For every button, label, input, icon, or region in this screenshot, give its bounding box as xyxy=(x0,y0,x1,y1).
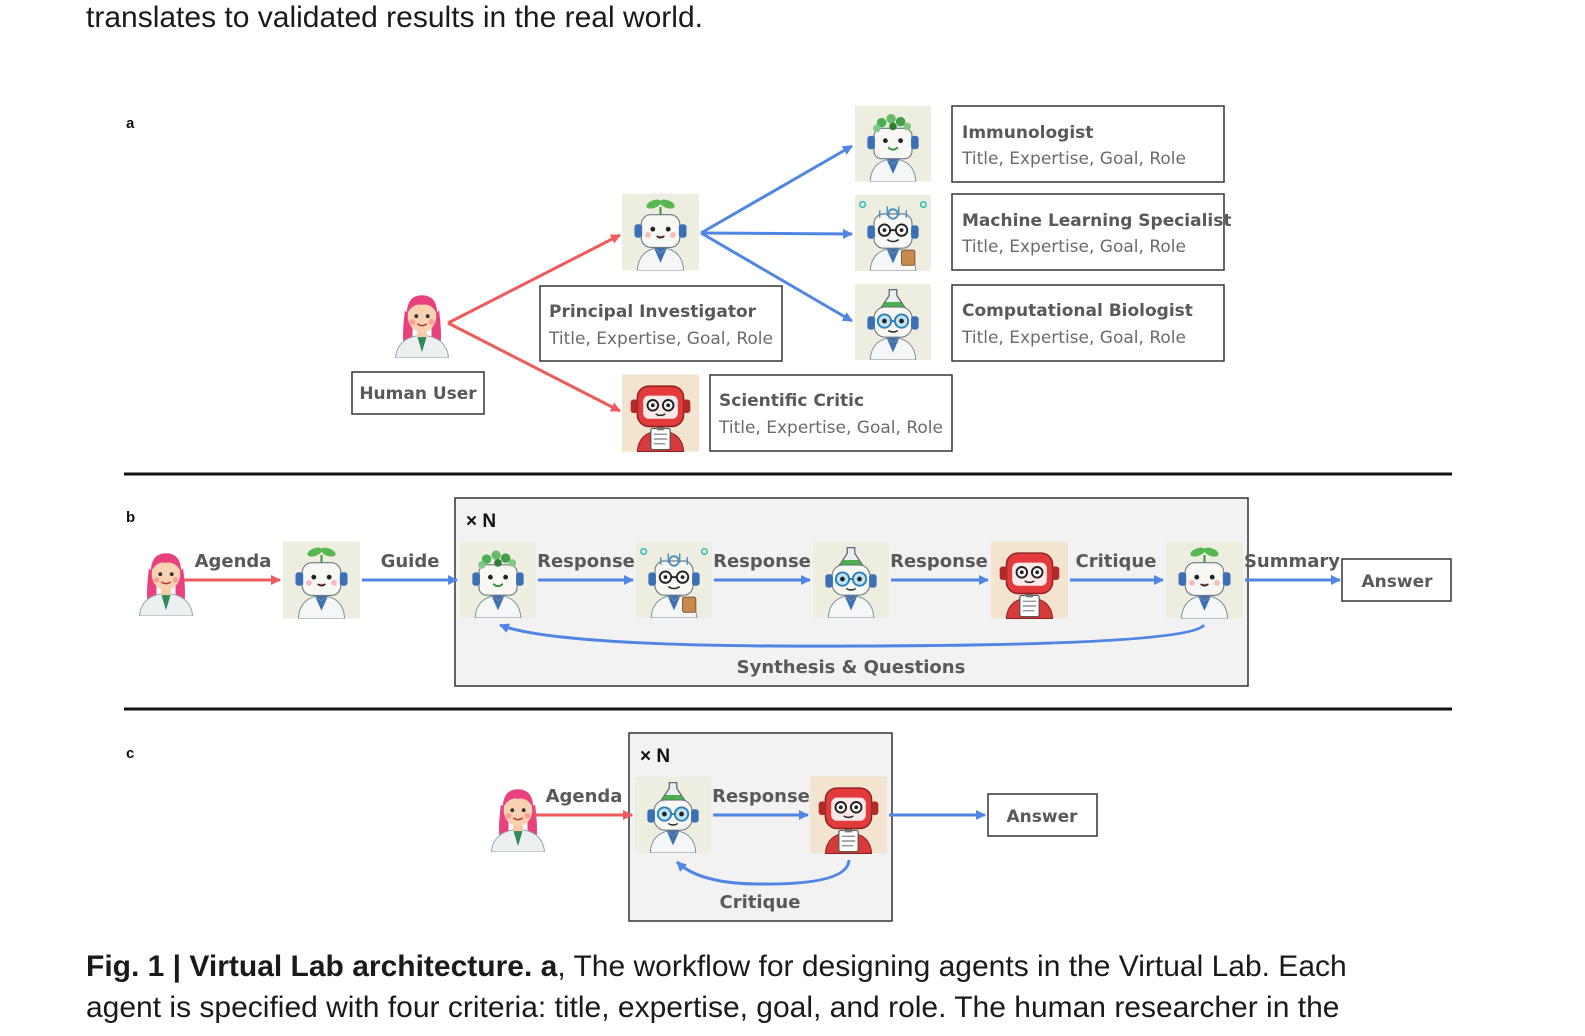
arrow-pi-to-immunologist xyxy=(700,144,853,235)
human-user-icon xyxy=(394,294,450,358)
repeat-label-b: × N xyxy=(466,511,496,532)
caption-rest: , The workflow for designing agents in t… xyxy=(557,950,1347,983)
pi-title: Principal Investigator xyxy=(549,302,757,322)
figure-caption-line-1: Fig. 1 | Virtual Lab architecture. a, Th… xyxy=(86,947,1347,987)
pi-spec: Title, Expertise, Goal, Role xyxy=(548,329,773,349)
answer-box-c xyxy=(987,793,1098,837)
compbio-robot-icon-c xyxy=(635,777,711,853)
panel-c: c × N Agenda Response Critique Answer xyxy=(126,732,1098,922)
human-user-icon-b xyxy=(138,552,194,616)
synthesis-questions-label: Synthesis & Questions xyxy=(737,657,966,678)
immunologist-spec-box xyxy=(951,105,1225,183)
ml-spec-box xyxy=(951,193,1225,271)
human-user-label: Human User xyxy=(359,384,477,404)
scientific-critic-robot-icon xyxy=(622,373,699,453)
figure-caption-line-2: agent is specified with four criteria: t… xyxy=(86,991,1340,1024)
ml-spec: Title, Expertise, Goal, Role xyxy=(961,237,1186,257)
agenda-label-b: Agenda xyxy=(195,551,272,572)
panel-b-label: b xyxy=(126,509,135,526)
panel-b: b × N Agenda Guide Response Response Res… xyxy=(126,497,1452,687)
pi-spec-box xyxy=(539,285,783,362)
principal-investigator-robot-icon xyxy=(622,194,699,271)
compbio-title: Computational Biologist xyxy=(962,301,1193,321)
ml-robot-icon-b xyxy=(636,542,712,618)
ml-title: Machine Learning Specialist xyxy=(962,211,1232,231)
panel-c-label: c xyxy=(126,745,134,762)
caption-bold-lead: Fig. 1 | Virtual Lab architecture. a xyxy=(86,950,558,983)
arrow-human-to-pi xyxy=(447,233,621,325)
top-text-line: translates to validated results in the r… xyxy=(86,1,703,34)
answer-label-c: Answer xyxy=(1007,807,1079,827)
immunologist-title: Immunologist xyxy=(962,123,1093,143)
immunologist-robot-icon-b xyxy=(460,542,536,618)
pi-robot-icon-b-summary xyxy=(1166,542,1243,619)
agenda-label-c: Agenda xyxy=(546,786,623,807)
computational-biologist-robot-icon xyxy=(855,284,931,360)
human-user-icon-c xyxy=(490,788,546,852)
response-label-2: Response xyxy=(713,551,811,572)
panel-a-label: a xyxy=(126,115,135,132)
immunologist-spec: Title, Expertise, Goal, Role xyxy=(961,149,1186,169)
arrow-critique-loop-c xyxy=(675,859,851,886)
compbio-spec: Title, Expertise, Goal, Role xyxy=(961,328,1186,348)
critic-robot-icon-b xyxy=(991,540,1068,620)
response-label-1: Response xyxy=(537,551,635,572)
response-label-3: Response xyxy=(890,551,988,572)
critique-label-c: Critique xyxy=(720,892,801,913)
pi-robot-icon-b xyxy=(283,542,360,619)
arrow-pi-to-compbio xyxy=(700,231,853,323)
critic-robot-icon-c xyxy=(810,775,887,855)
answer-box-b xyxy=(1341,558,1452,602)
critic-spec: Title, Expertise, Goal, Role xyxy=(718,418,943,438)
arrow-pi-to-ml xyxy=(700,228,853,239)
arrow-synthesis-loop xyxy=(499,623,1206,648)
guide-label: Guide xyxy=(381,551,440,572)
answer-label-b: Answer xyxy=(1362,572,1434,592)
critique-label-b: Critique xyxy=(1076,551,1157,572)
repeat-label-c: × N xyxy=(640,746,670,767)
immunologist-robot-icon xyxy=(855,106,931,182)
arrow-human-to-critic xyxy=(447,321,621,413)
panel-a: a Human User Principal Investigator Titl… xyxy=(126,105,1232,453)
critic-title: Scientific Critic xyxy=(719,391,864,411)
human-user-box xyxy=(351,371,485,415)
response-label-c: Response xyxy=(712,786,810,807)
critic-spec-box xyxy=(709,374,953,452)
ml-specialist-robot-icon xyxy=(855,195,931,271)
compbio-spec-box xyxy=(951,284,1225,362)
compbio-robot-icon-b xyxy=(813,542,889,618)
summary-label: Summary xyxy=(1244,551,1340,572)
